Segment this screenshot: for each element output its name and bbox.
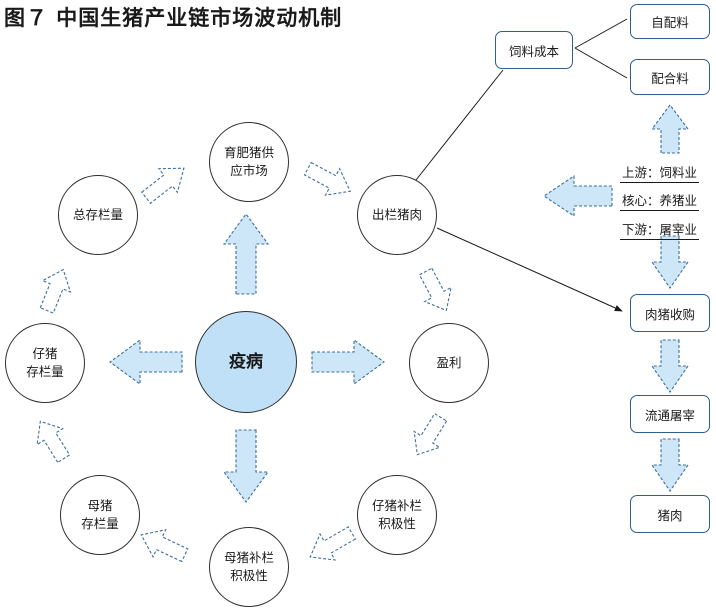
cycle-arrow-sow-inventory-to-piglet-inventory xyxy=(36,420,71,464)
piglet-inventory-node: 仔猪 存栏量 xyxy=(5,323,85,403)
total-inventory-node: 总存栏量 xyxy=(58,175,138,255)
sow-inventory-node: 母猪 存栏量 xyxy=(60,475,140,555)
cycle-arrow-total-to-supply xyxy=(141,167,185,205)
cycle-arrow-slaughter-to-profit xyxy=(418,267,452,312)
cycle-arrow-profit-to-piglet-restock xyxy=(413,412,448,456)
chain-left-arrow xyxy=(543,174,613,218)
sow-restock-node: 母猪补栏 积极性 xyxy=(209,527,289,607)
slaughter-pigs-node: 出栏猪肉 xyxy=(357,175,437,255)
center-left-arrow xyxy=(109,338,183,386)
chain-down-arrow-3 xyxy=(650,438,690,492)
disease-center-node: 疫病 xyxy=(195,311,297,413)
profit-node: 盈利 xyxy=(409,323,489,403)
self-mixed-feed-box: 自配料 xyxy=(630,4,710,39)
chain-up-arrow xyxy=(650,104,690,154)
chain-down-arrow-1 xyxy=(650,235,690,289)
center-down-arrow xyxy=(222,429,270,503)
feed-cost-box: 饲料成本 xyxy=(495,31,573,69)
cycle-arrow-supply-to-slaughter xyxy=(303,161,352,196)
supply-market-node: 育肥猪供 应市场 xyxy=(209,122,289,202)
feed-cost-to-self-mixed-line xyxy=(574,18,628,49)
compound-feed-box: 配合料 xyxy=(630,59,710,95)
upstream-label: 上游：饲料业 xyxy=(620,162,700,183)
center-up-arrow xyxy=(222,213,270,295)
feed-cost-to-slaughter-line xyxy=(415,69,504,181)
piglet-restock-node: 仔猪补栏 积极性 xyxy=(357,475,437,555)
slaughter-to-purchase-arrow xyxy=(436,227,623,312)
center-right-arrow xyxy=(311,338,385,386)
cycle-arrow-piglet-inventory-to-total xyxy=(39,268,72,314)
downstream-label: 下游：屠宰业 xyxy=(620,219,700,240)
feed-cost-to-compound-line xyxy=(574,47,628,79)
pork-box: 猪肉 xyxy=(630,495,710,533)
cycle-arrow-piglet-restock-to-sow-restock xyxy=(309,526,357,561)
cycle-arrow-sow-restock-to-sow-inventory xyxy=(140,528,189,563)
core-label: 核心：养猪业 xyxy=(620,190,700,211)
chain-down-arrow-2 xyxy=(650,339,690,393)
figure-title: 图７ 中国生猪产业链市场波动机制 xyxy=(4,6,343,30)
hog-purchase-box: 肉猪收购 xyxy=(630,294,710,332)
distribution-slaughter-box: 流通屠宰 xyxy=(630,395,710,433)
